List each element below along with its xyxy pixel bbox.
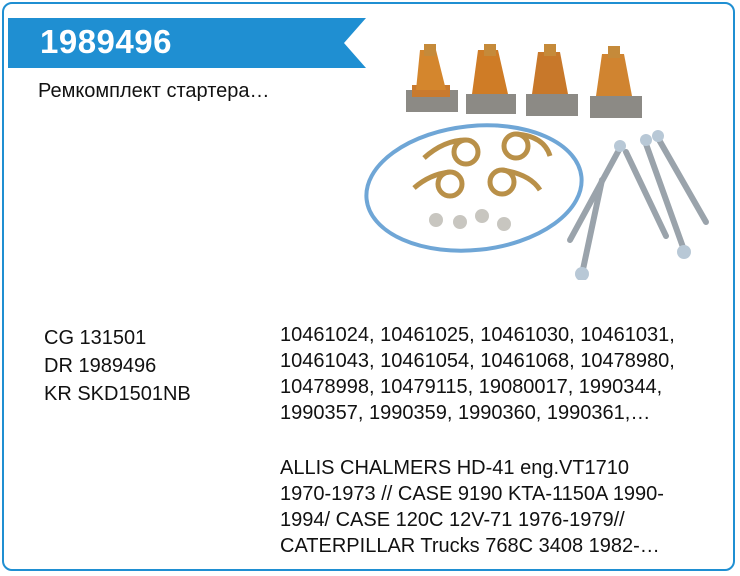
product-photo [364,44,709,280]
application-line: ALLIS CHALMERS HD-41 eng.VT1710 [280,457,630,479]
screw [429,209,511,231]
product-title: Ремкомплект стартера… [38,80,270,102]
carbon-brush [526,44,578,116]
cross-code: DR 1989496 [44,355,157,377]
oe-numbers: 10461024, 10461025, 10461030, 10461031, … [280,322,730,426]
oe-number-line: 10461024, 10461025, 10461030, 10461031, [280,324,675,346]
carbon-brush [406,44,458,112]
cross-reference-codes: CG 131501 DR 1989496 KR SKD1501NB [44,324,191,408]
bolt-nut [575,130,691,280]
applications: ALLIS CHALMERS HD-41 eng.VT1710 1970-197… [280,455,730,559]
application-line: 1970-1973 // CASE 9190 KTA-1150A 1990- [280,483,664,505]
ribbon-shape [8,18,366,68]
oe-number-line: 10461043, 10461054, 10461068, 10478980, [280,350,675,372]
o-ring [364,123,584,253]
oe-number-line: 1990357, 1990359, 1990360, 1990361,… [280,402,651,424]
application-line: 1994/ CASE 120C 12V-71 1976-1979// [280,509,625,531]
carbon-brush [466,44,516,114]
cross-code: CG 131501 [44,327,147,349]
part-number: 1989496 [40,23,172,60]
cross-code: KR SKD1501NB [44,383,191,405]
bolt [567,135,709,277]
carbon-brush [590,46,642,118]
oe-number-line: 10478998, 10479115, 19080017, 1990344, [280,376,663,398]
spring [412,131,553,199]
part-number-ribbon: 1989496 [8,18,366,68]
application-line: CATERPILLAR Trucks 768C 3408 1982-… [280,535,660,557]
product-card: 1989496 Ремкомплект стартера… [2,2,735,571]
